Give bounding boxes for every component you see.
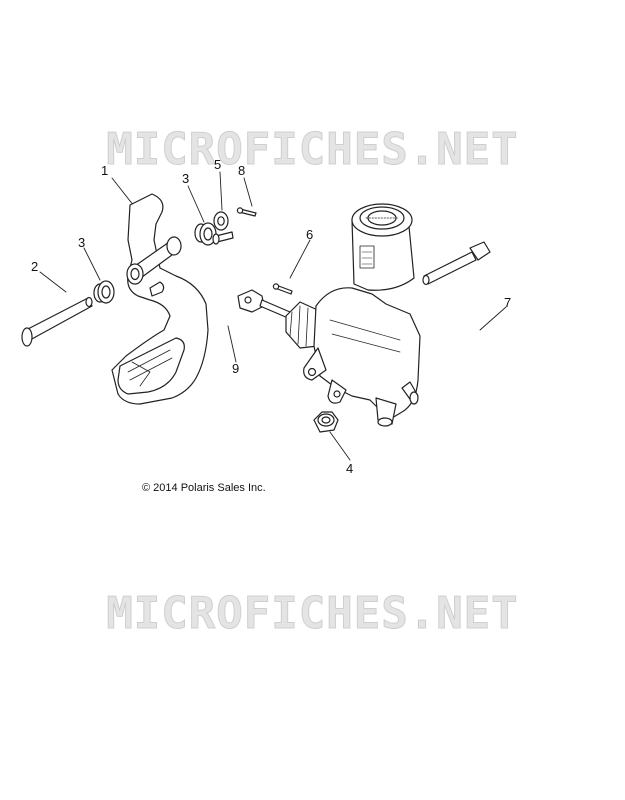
pivot-bolt-2 <box>21 296 93 347</box>
leader-lines <box>39 171 507 461</box>
bushing-3-upper <box>194 222 217 246</box>
callout-3-upper: 3 <box>182 171 190 186</box>
bushing-3-lower <box>93 280 115 304</box>
screw-9 <box>212 231 234 245</box>
callout-4: 4 <box>346 461 354 476</box>
callout-8: 8 <box>238 163 246 178</box>
bolt-7 <box>422 241 491 286</box>
callout-7: 7 <box>504 295 512 310</box>
pedal-arm-1 <box>111 193 209 405</box>
callout-5: 5 <box>214 157 222 172</box>
washer-5 <box>213 211 229 231</box>
callout-1: 1 <box>101 163 109 178</box>
copyright-notice: © 2014 Polaris Sales Inc. <box>142 482 266 494</box>
nut-4 <box>313 411 339 433</box>
watermark-top: MICROFICHES.NET <box>106 124 519 176</box>
callout-3-lower: 3 <box>78 235 86 250</box>
pin-8 <box>236 207 257 217</box>
callout-2: 2 <box>31 259 39 274</box>
callout-9: 9 <box>232 361 240 376</box>
watermark-bottom: MICROFICHES.NET <box>106 588 519 640</box>
pin-6 <box>272 283 293 295</box>
callout-6: 6 <box>306 227 314 242</box>
master-cylinder <box>237 203 421 427</box>
